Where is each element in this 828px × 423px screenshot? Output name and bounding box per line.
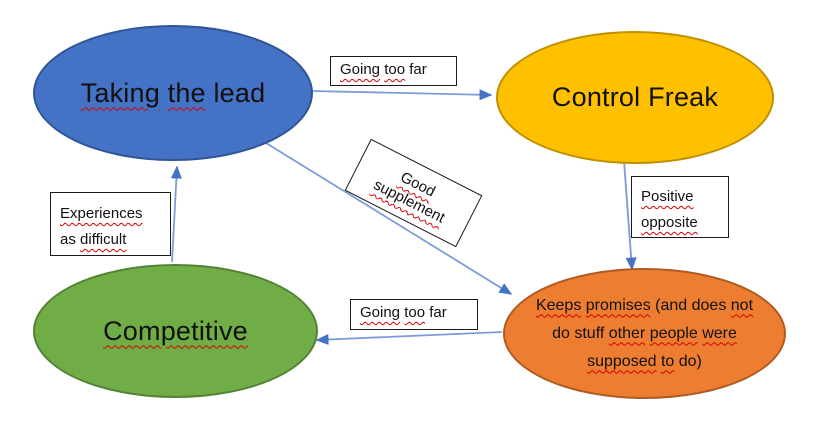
node-taking-the-lead-label: Taking the lead xyxy=(80,77,266,108)
node-keeps-promises-label: Keeps promises (and does not do stuff ot… xyxy=(535,296,754,370)
label-going-too-far-top-text: Going too far xyxy=(340,61,427,78)
arrow-competitive-to-taking[interactable] xyxy=(170,165,182,263)
label-going-too-far-bottom-text: Going too far xyxy=(360,304,447,321)
arrow-taking-to-keeps[interactable] xyxy=(265,142,513,295)
arrow-control-to-keeps[interactable] xyxy=(623,160,637,271)
node-competitive[interactable]: Competitive xyxy=(33,264,318,398)
node-taking-the-lead[interactable]: Taking the lead xyxy=(33,25,313,161)
node-control-freak[interactable]: Control Freak xyxy=(496,31,774,164)
node-control-freak-label: Control Freak xyxy=(551,82,719,112)
node-keeps-promises[interactable]: Keeps promises (and does not do stuff ot… xyxy=(503,268,786,399)
label-going-too-far-bottom[interactable]: Going too far xyxy=(350,299,478,330)
arrow-taking-to-control[interactable] xyxy=(312,89,493,101)
label-going-too-far-top[interactable]: Going too far xyxy=(330,56,457,86)
node-competitive-label: Competitive xyxy=(103,315,248,346)
arrow-keeps-to-competitive[interactable] xyxy=(315,331,503,345)
